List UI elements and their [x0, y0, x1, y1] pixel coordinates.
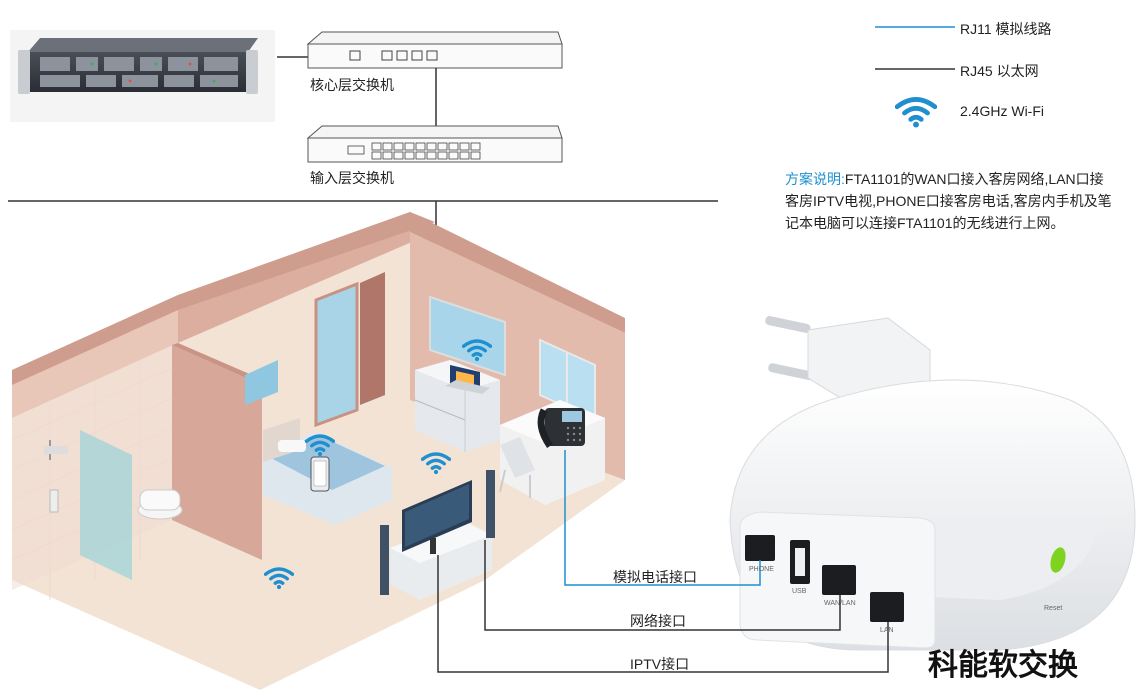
rj11-phone-line [564, 450, 761, 586]
brand-watermark: 科能软交换 [928, 649, 1078, 682]
access-switch [306, 125, 563, 163]
legend-rj11-label: RJ11 模拟线路 [960, 21, 1052, 37]
device-port-wan-lan: WAN/LAN [824, 600, 856, 607]
connection-lines [437, 450, 889, 673]
legend-rj45-label: RJ45 以太网 [960, 63, 1039, 79]
description-body: FTA1101的WAN口接入客房网络,LAN口接客房IPTV电视,PHONE口接… [785, 171, 1112, 231]
network-port-label: 网络接口 [630, 613, 686, 629]
core-switch [306, 31, 563, 69]
server-chassis [10, 30, 275, 122]
device-port-usb: USB [792, 588, 807, 595]
device-port-lan: LAN [880, 627, 894, 634]
fta1101-device [729, 316, 1136, 651]
description-prefix: 方案说明: [785, 171, 845, 187]
solution-description: 方案说明:FTA1101的WAN口接入客房网络,LAN口接客房IPTV电视,PH… [785, 168, 1115, 234]
access-switch-label: 输入层交换机 [310, 170, 394, 186]
core-switch-label: 核心层交换机 [310, 77, 394, 93]
rj45-network-line [484, 540, 841, 631]
phone-port-label: 模拟电话接口 [613, 569, 697, 585]
iptv-port-label: IPTV接口 [630, 656, 690, 672]
legend-wifi-label: 2.4GHz Wi-Fi [960, 103, 1044, 119]
device-port-phone: PHONE [749, 566, 774, 573]
legend-wifi-icon [897, 99, 935, 127]
rj45-iptv-line [437, 555, 889, 673]
device-reset-label: Reset [1044, 605, 1063, 612]
hotel-room [11, 212, 625, 690]
